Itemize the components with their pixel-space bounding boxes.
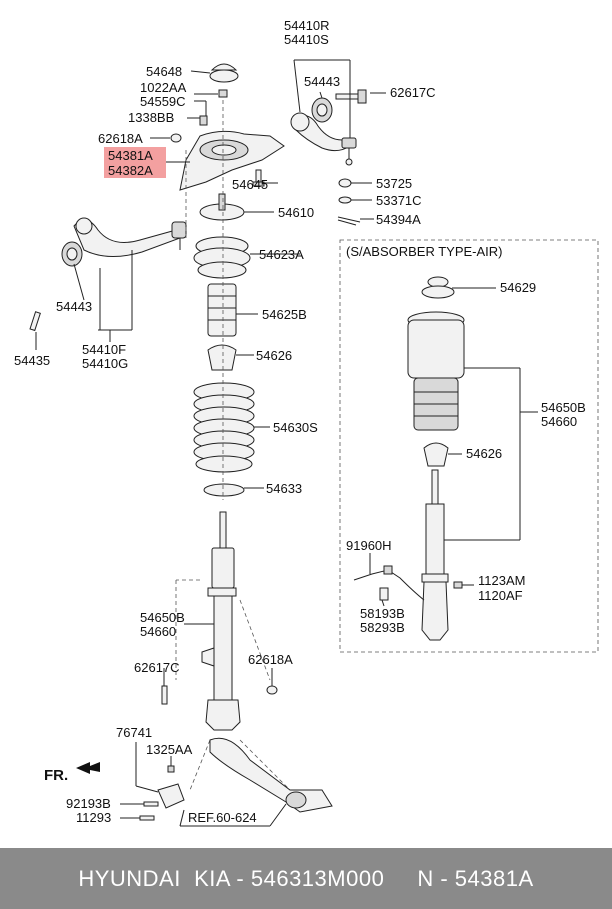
sensor-bracket-76741: [157, 783, 185, 809]
label-54650B-left: 54650B: [140, 610, 185, 625]
upper-seat-54629: [421, 276, 455, 299]
label-92193B: 92193B: [66, 796, 111, 811]
label-air-title: (S/ABSORBER TYPE-AIR): [346, 244, 503, 259]
nut-62618A-bottom: [266, 685, 278, 695]
label-54660-right: 54660: [541, 414, 577, 429]
nut-1022AA: [218, 89, 228, 98]
leader-lines: [35, 59, 538, 827]
spring-pad-54633: [203, 483, 245, 497]
label-62617C-bottom: 62617C: [134, 660, 180, 675]
label-ref: REF.60-624: [188, 810, 257, 825]
bolt-62617C-bottom: [161, 685, 168, 705]
label-54559C: 54559C: [140, 94, 186, 109]
sensor-91960H: [353, 565, 425, 601]
bolt-92193B: [143, 801, 159, 807]
part-number-footer: HYUNDAI KIA - 546313M000 N - 54381A: [0, 848, 612, 909]
dust-cover-54625B: [207, 283, 237, 337]
label-54630S: 54630S: [273, 420, 318, 435]
coil-spring-54630S: [193, 382, 255, 473]
label-54443-top: 54443: [304, 74, 340, 89]
label-54626-right: 54626: [466, 446, 502, 461]
label-54410S: 54410S: [284, 32, 329, 47]
label-54410R: 54410R: [284, 18, 330, 33]
bolt-1338BB: [199, 115, 208, 126]
label-fr: FR.: [44, 767, 68, 784]
bolt-62617C-top: [335, 89, 367, 104]
bushing-54443-top: [311, 97, 333, 123]
label-1325AA: 1325AA: [146, 742, 193, 757]
bolt-11293: [139, 815, 155, 821]
bushing-54443-left: [61, 241, 83, 267]
nut-62618A-top: [170, 133, 182, 143]
bolt-1123AM: [453, 581, 463, 589]
bumper-54626-right: [423, 442, 449, 467]
damper-right: [421, 469, 449, 641]
label-62618A-top: 62618A: [98, 131, 143, 146]
label-76741: 76741: [116, 725, 152, 740]
label-54650B-right: 54650B: [541, 400, 586, 415]
parts-diagram: 54410R 54410S 54648 54443 1022AA 62617C …: [14, 18, 599, 827]
label-54610: 54610: [278, 205, 314, 220]
label-54382A: 54382A: [108, 163, 153, 178]
label-58293B: 58293B: [360, 620, 405, 635]
bumper-54626-left: [207, 344, 237, 371]
label-1120AF: 1120AF: [478, 588, 523, 603]
label-54381A: 54381A: [108, 148, 153, 163]
nut-53725: [338, 178, 352, 188]
upper-arm-left: [73, 217, 187, 257]
label-54410G: 54410G: [82, 356, 128, 371]
label-54394A: 54394A: [376, 212, 421, 227]
bump-stopper-54623A: [193, 236, 251, 279]
upper-arm-right: [290, 112, 357, 166]
label-58193B: 58193B: [360, 606, 405, 621]
bolt-54645: [252, 169, 265, 187]
air-shock-group-box: [339, 239, 599, 653]
footer-text: HYUNDAI KIA - 546313M000 N - 54381A: [78, 865, 534, 891]
label-1022AA: 1022AA: [140, 80, 187, 95]
label-54435: 54435: [14, 353, 50, 368]
lower-arm: [209, 737, 333, 813]
strut-54650B-left: [201, 511, 241, 731]
label-54626-left: 54626: [256, 348, 292, 363]
clip-58193B: [379, 587, 389, 601]
nut-1325AA: [167, 765, 175, 773]
insulator-54610: [199, 193, 245, 221]
upper-mount-bracket: [179, 130, 285, 191]
label-54625B: 54625B: [262, 307, 307, 322]
label-54660-left: 54660: [140, 624, 176, 639]
label-1123AM: 1123AM: [478, 573, 525, 588]
air-spring-54650B-right: [407, 311, 465, 431]
front-arrow-icon: [76, 762, 100, 774]
label-1338BB: 1338BB: [128, 110, 174, 125]
washer-53371C: [338, 196, 352, 204]
label-62618A-bottom: 62618A: [248, 652, 293, 667]
insulator-54648: [209, 63, 239, 83]
label-54633: 54633: [266, 481, 302, 496]
cotter-pin-54394A: [337, 216, 361, 226]
label-54648: 54648: [146, 64, 182, 79]
label-53371C: 53371C: [376, 193, 422, 208]
label-11293: 11293: [76, 810, 111, 825]
bolt-54435: [29, 311, 41, 332]
label-62617C-top: 62617C: [390, 85, 436, 100]
label-54623A: 54623A: [259, 247, 304, 262]
label-54629: 54629: [500, 280, 536, 295]
label-54443-left: 54443: [56, 299, 92, 314]
label-53725: 53725: [376, 176, 412, 191]
label-91960H: 91960H: [346, 538, 392, 553]
label-54645: 54645: [232, 177, 268, 192]
highlight-box: [104, 147, 166, 178]
label-54410F: 54410F: [82, 342, 126, 357]
